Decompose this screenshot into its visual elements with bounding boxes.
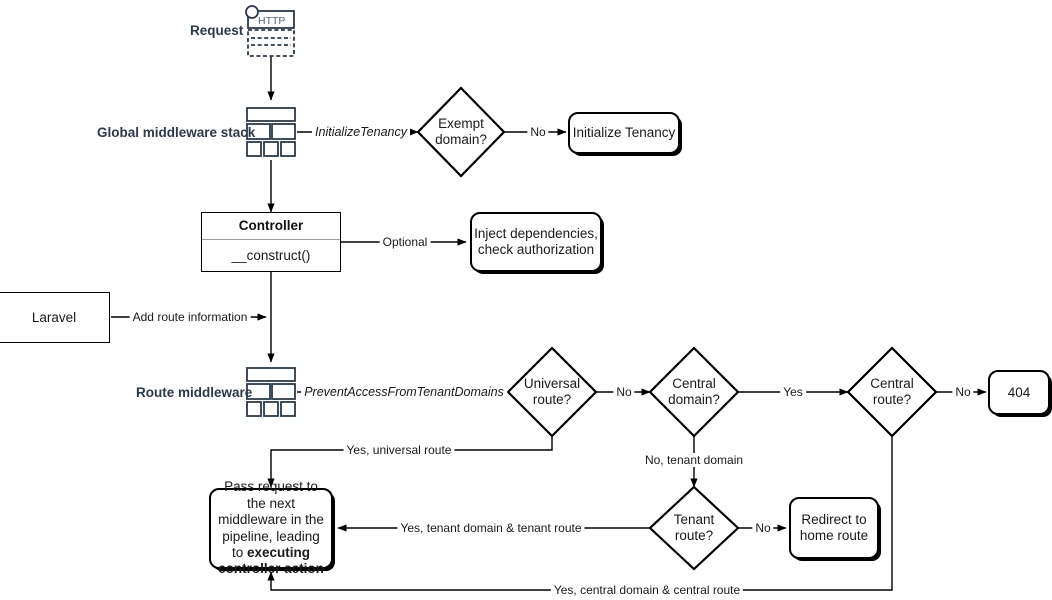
decision-central-domain-label: Central domain? <box>668 375 720 407</box>
edge-label-yes-central-domain-central-route: Yes, central domain & central route <box>550 583 744 597</box>
edge-label-yes-universal-route: Yes, universal route <box>343 443 455 457</box>
http-label: HTTP <box>258 15 286 27</box>
edge-label-central-route-no: No <box>952 385 974 399</box>
edge-label-add-route-information: Add route information <box>129 310 251 324</box>
node-pass-request-label: Pass request to the next middleware in t… <box>218 479 324 560</box>
node-controller-method: __construct() <box>231 248 311 263</box>
node-inject-dependencies[interactable]: Inject dependencies, check authorization <box>470 212 602 272</box>
edge-label-tenant-route-no: No <box>752 521 774 535</box>
decision-universal-route-label: Universal route? <box>523 375 581 407</box>
decision-exempt-domain[interactable]: Exempt domain? <box>418 88 504 176</box>
node-404[interactable]: 404 <box>988 370 1050 415</box>
edge-label-yes-tenant-domain-tenant-route: Yes, tenant domain & tenant route <box>397 521 585 535</box>
decision-tenant-route[interactable]: Tenant route? <box>650 487 738 569</box>
node-pass-request[interactable]: Pass request to the next middleware in t… <box>209 479 333 576</box>
decision-central-route[interactable]: Central route? <box>848 348 936 436</box>
middleware-stack-icon-route <box>246 367 296 417</box>
node-inject-dependencies-label: Inject dependencies, check authorization <box>474 226 598 257</box>
http-request-document-icon <box>245 5 295 57</box>
decision-tenant-route-label: Tenant route? <box>673 511 715 543</box>
edge-label-initialize-tenancy: InitializeTenancy <box>312 125 410 139</box>
node-laravel-label: Laravel <box>31 309 77 325</box>
node-controller[interactable]: Controller __construct() <box>201 212 341 272</box>
node-pass-request-emphasis: executing controller action <box>218 544 324 577</box>
edge-label-universal-no: No <box>613 385 635 399</box>
row-label-global-middleware-stack: Global middleware stack <box>97 125 256 140</box>
decision-central-domain[interactable]: Central domain? <box>650 348 738 436</box>
node-controller-title: Controller <box>202 213 340 240</box>
node-redirect-home-route-label: Redirect to home route <box>799 512 869 543</box>
node-404-label: 404 <box>1007 384 1031 400</box>
row-label-request: Request <box>190 23 244 38</box>
edge-label-no-tenant-domain: No, tenant domain <box>641 453 747 467</box>
decision-central-route-label: Central route? <box>870 375 914 407</box>
row-label-route-middleware: Route middleware <box>136 385 253 400</box>
decision-exempt-domain-label: Exempt domain? <box>435 115 487 147</box>
node-laravel[interactable]: Laravel <box>0 292 110 343</box>
node-initialize-tenancy[interactable]: Initialize Tenancy <box>568 112 680 154</box>
decision-universal-route[interactable]: Universal route? <box>508 348 596 436</box>
node-initialize-tenancy-label: Initialize Tenancy <box>572 125 676 141</box>
edge-label-central-domain-yes: Yes <box>780 385 806 399</box>
edge-label-optional: Optional <box>379 235 431 249</box>
edge-label-prevent-access: PreventAccessFromTenantDomains <box>301 385 507 399</box>
edge-label-exempt-no: No <box>527 125 549 139</box>
node-redirect-home-route[interactable]: Redirect to home route <box>789 497 879 559</box>
